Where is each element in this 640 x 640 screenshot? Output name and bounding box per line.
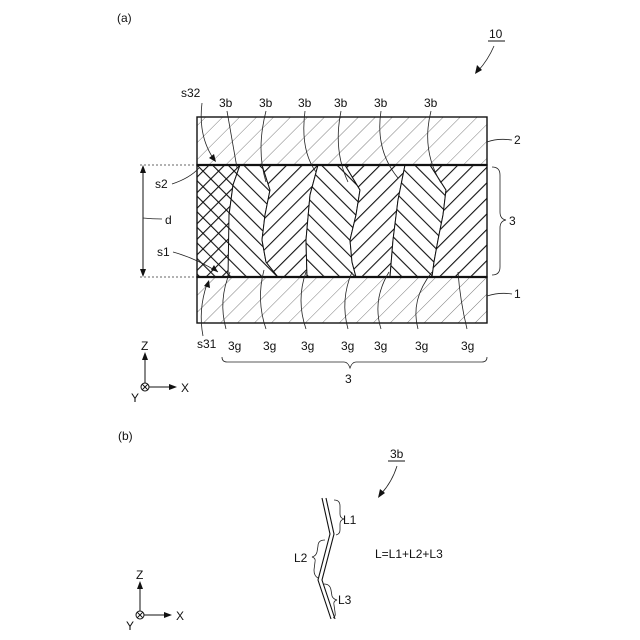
label-3g-7: 3g [461,339,474,353]
label-3b-detail: 3b [390,447,404,461]
label-3b-2: 3b [259,96,273,110]
label-3b-3: 3b [298,96,312,110]
label-3b-4: 3b [334,96,348,110]
dim-arrow-top [140,165,146,173]
dimension-d: d [165,213,172,227]
panel-b-tag: (b) [118,429,133,443]
label-3b-1: 3b [219,96,233,110]
right-bracket [492,167,506,275]
leader-layer-2 [487,139,512,142]
label-l2: L2 [294,551,308,565]
formula: L=L1+L2+L3 [375,547,443,561]
label-3b-6: 3b [424,96,438,110]
grain-layer [197,165,487,277]
layer-label-2: 2 [514,133,521,147]
label-3g-5: 3g [374,339,387,353]
axis-b-label-y: Y [126,619,134,633]
axis-b-z-arrowhead [137,581,143,589]
top-substrate [197,117,487,165]
detail-ref-leader [381,466,397,494]
label-s1: s1 [157,245,170,259]
brace-l3 [324,584,337,618]
label-3g-2: 3g [263,339,276,353]
label-l3: L3 [338,593,352,607]
label-3g-4: 3g [341,339,354,353]
label-l1: L1 [343,513,357,527]
leader-s2 [172,168,199,184]
label-3g-6: 3g [415,339,428,353]
ref-number-10: 10 [489,27,503,41]
axis-b-x-arrowhead [164,612,172,618]
axis-label-x: X [181,381,189,395]
axis-b-label-x: X [176,609,184,623]
panel-a-tag: (a) [117,11,132,25]
layer-label-3: 3 [509,214,516,228]
group-label-3: 3 [345,372,352,386]
bottom-substrate [197,277,487,323]
axis-x-arrowhead [169,384,177,390]
axis-widget-b: Z X Y [126,568,184,633]
layer-label-1: 1 [514,287,521,301]
axis-label-z: Z [141,339,148,353]
bottom-bracket [222,357,487,368]
axis-z-arrowhead [142,352,148,360]
ref-arrowhead [475,65,482,74]
axis-widget-a: Z X Y [131,339,189,405]
ref-leader [478,46,494,71]
axis-b-label-z: Z [136,568,143,582]
dim-arrow-bottom [140,269,146,277]
label-3g-1: 3g [228,339,241,353]
label-s31: s31 [197,337,217,351]
label-s32: s32 [181,86,201,100]
label-3g-3: 3g [301,339,314,353]
axis-label-y: Y [131,391,139,405]
label-s2: s2 [155,177,168,191]
label-3b-5: 3b [374,96,388,110]
dim-leader [143,218,162,219]
leader-layer-1 [487,293,512,296]
